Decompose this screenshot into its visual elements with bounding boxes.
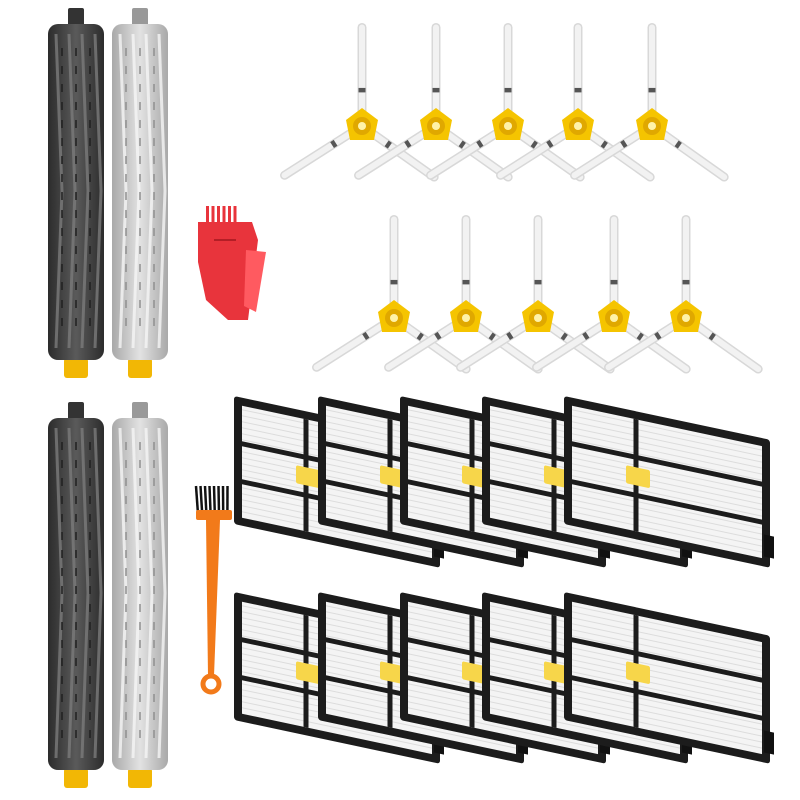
side-brush: [570, 22, 729, 182]
light-roller: [112, 402, 168, 788]
side-brush-group: [280, 22, 763, 374]
dark-roller: [48, 402, 104, 788]
roller-group: [48, 8, 168, 788]
side-brush: [312, 214, 471, 374]
side-brush: [280, 22, 439, 182]
side-brush: [456, 214, 615, 374]
filter-group: [234, 396, 774, 764]
hepa-filter: [564, 396, 774, 568]
side-brush: [532, 214, 691, 374]
side-brush: [604, 214, 763, 374]
side-brush: [384, 214, 543, 374]
side-brush: [496, 22, 655, 182]
comb-cleaning-tool: [198, 206, 266, 320]
tool-group: [194, 206, 266, 695]
dark-roller: [48, 8, 104, 378]
side-brush: [426, 22, 585, 182]
hepa-filter: [564, 592, 774, 764]
side-brush: [354, 22, 513, 182]
cleaning-brush: [194, 485, 232, 695]
light-roller: [112, 8, 168, 378]
